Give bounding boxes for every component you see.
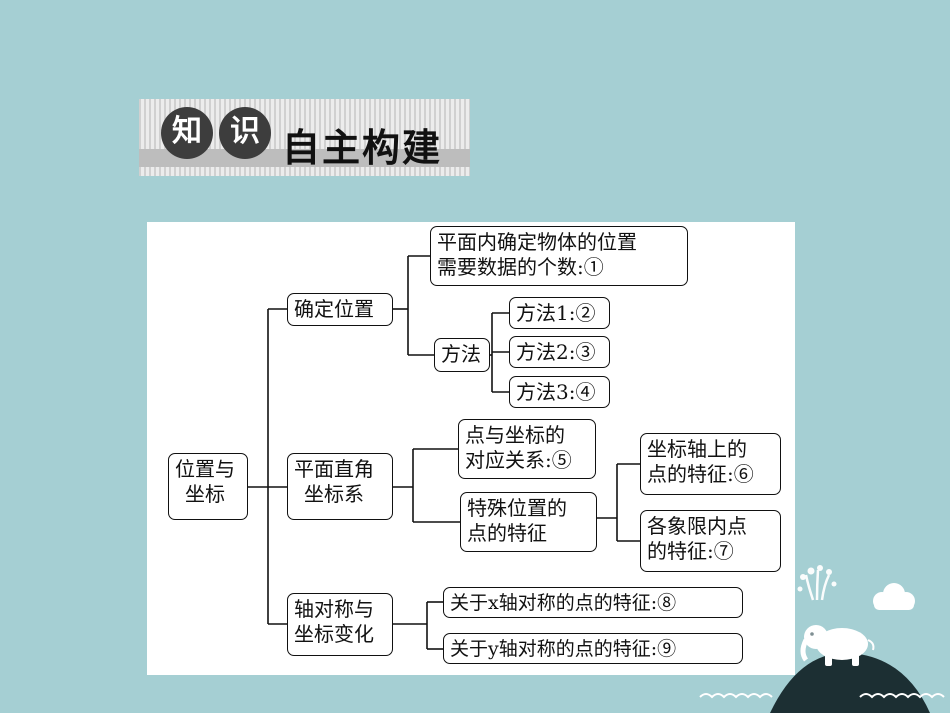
node-cartesian-line1: 平面直角: [294, 457, 374, 481]
node-axis-points-line1: 坐标轴上的: [647, 437, 747, 461]
node-symmetry-line2: 坐标变化: [294, 622, 374, 646]
header-band: [139, 149, 470, 167]
node-method-3-label: 方法3:④: [516, 380, 596, 404]
node-cartesian-line2: 坐标系: [304, 482, 364, 506]
node-symmetry-line1: 轴对称与: [294, 597, 374, 621]
node-root-line2: 坐标: [185, 482, 225, 506]
node-special-position: 特殊位置的 点的特征: [460, 492, 597, 552]
node-root: 位置与 坐标: [168, 453, 248, 520]
elephant-detail: [810, 632, 814, 636]
header-badge-knowledge: 知: [161, 107, 213, 159]
node-method-2-label: 方法2:③: [516, 340, 596, 364]
section-header: 知 识 自主构建: [139, 99, 470, 176]
node-method-1: 方法1:②: [509, 297, 610, 329]
node-quadrant-points: 各象限内点 的特征:⑦: [640, 510, 781, 572]
wave-pattern: [699, 693, 945, 699]
node-y-axis-symmetry-label: 关于y轴对称的点的特征:⑨: [450, 638, 677, 660]
header-badge-shi: 识: [219, 107, 271, 159]
node-data-count-line1: 平面内确定物体的位置: [437, 230, 637, 254]
node-axis-points: 坐标轴上的 点的特征:⑥: [640, 433, 781, 495]
node-data-count: 平面内确定物体的位置 需要数据的个数:①: [430, 226, 688, 286]
node-method: 方法: [434, 338, 490, 372]
node-method-label: 方法: [441, 342, 481, 366]
node-special-position-line2: 点的特征: [467, 521, 547, 545]
node-point-coordinate-line2: 对应关系:⑤: [465, 448, 572, 472]
node-method-2: 方法2:③: [509, 336, 610, 368]
node-data-count-line2: 需要数据的个数:①: [437, 255, 604, 279]
water-spray-icon: [797, 565, 837, 601]
node-quadrant-points-line1: 各象限内点: [647, 514, 747, 538]
node-point-coordinate: 点与坐标的 对应关系:⑤: [458, 419, 596, 479]
cloud-icon: [873, 583, 915, 610]
node-y-axis-symmetry: 关于y轴对称的点的特征:⑨: [443, 633, 743, 664]
node-method-1-label: 方法1:②: [516, 301, 596, 325]
elephant-icon: [800, 625, 875, 666]
node-quadrant-points-line2: 的特征:⑦: [647, 539, 734, 563]
hill-shape: [770, 652, 930, 713]
header-title: 自主构建: [282, 126, 443, 170]
node-root-line1: 位置与: [175, 457, 235, 481]
node-method-3: 方法3:④: [509, 376, 610, 408]
node-x-axis-symmetry: 关于x轴对称的点的特征:⑧: [443, 587, 743, 618]
node-cartesian: 平面直角 坐标系: [287, 453, 393, 520]
node-special-position-line1: 特殊位置的: [467, 496, 567, 520]
node-x-axis-symmetry-label: 关于x轴对称的点的特征:⑧: [450, 592, 677, 614]
node-symmetry: 轴对称与 坐标变化: [287, 593, 393, 656]
node-point-coordinate-line1: 点与坐标的: [465, 423, 565, 447]
node-determine-position-label: 确定位置: [294, 297, 374, 321]
node-axis-points-line2: 点的特征:⑥: [647, 462, 754, 486]
node-determine-position: 确定位置: [287, 293, 393, 326]
